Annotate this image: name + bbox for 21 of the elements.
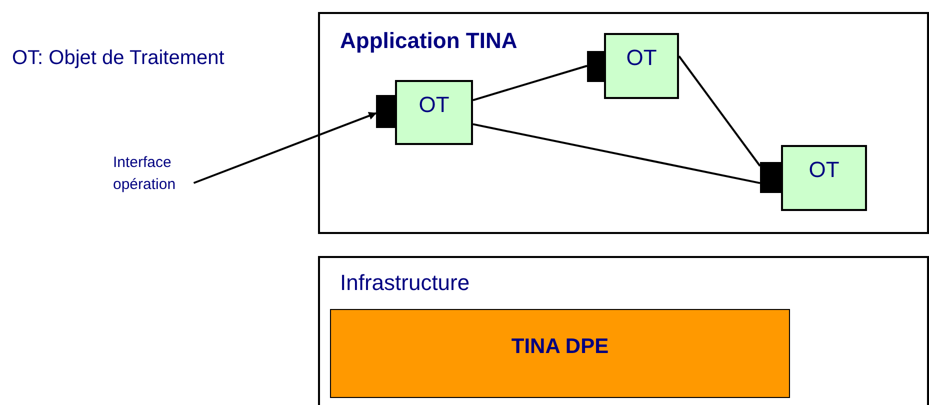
callout-text: Interface opération	[113, 154, 176, 193]
interface-port	[587, 51, 604, 82]
connector-line	[472, 64, 588, 102]
platform-bar	[330, 309, 790, 398]
object-box	[781, 145, 867, 211]
connector-line	[472, 123, 760, 184]
panel-heading: Infrastructure	[340, 270, 470, 296]
layer-panel	[318, 12, 929, 234]
leader-arrow	[193, 112, 377, 184]
abbreviation-note: OT: Objet de Traitement	[12, 47, 224, 70]
object-box	[395, 80, 473, 145]
panel-heading: Application TINA	[340, 28, 518, 54]
connector-line	[678, 56, 761, 167]
platform-label: TINA DPE	[511, 334, 609, 358]
interface-port	[376, 95, 395, 128]
interface-port	[760, 162, 781, 193]
object-box	[604, 33, 679, 99]
object-label: OT	[808, 157, 840, 183]
layer-panel	[318, 256, 929, 405]
object-label: OT	[418, 92, 450, 118]
object-label: OT	[626, 45, 657, 71]
